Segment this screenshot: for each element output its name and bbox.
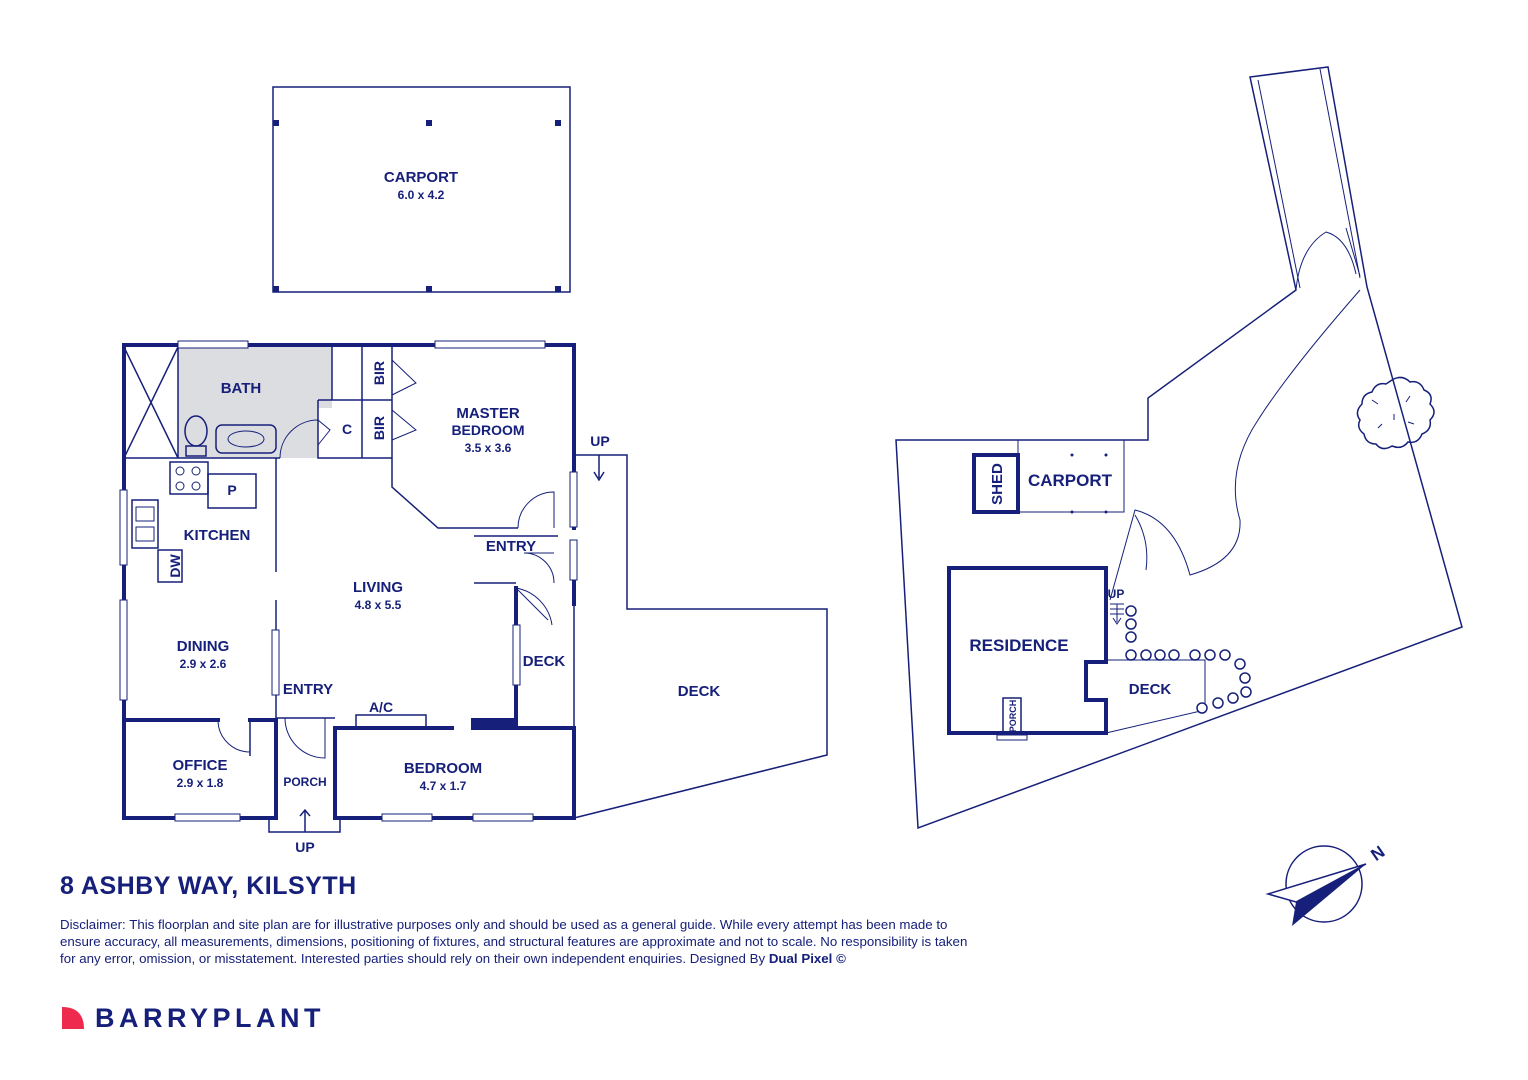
master-bedroom-size: 3.5 x 3.6	[465, 441, 512, 455]
entry-front-label: ENTRY	[283, 681, 333, 698]
shed-structure	[972, 453, 1020, 514]
bath-label: BATH	[221, 380, 262, 397]
office-size: 2.9 x 1.8	[177, 776, 224, 790]
site-boundary	[895, 66, 1463, 830]
office-label: OFFICE	[173, 757, 228, 774]
living-size: 4.8 x 5.5	[355, 598, 402, 612]
residence-label: RESIDENCE	[969, 636, 1068, 655]
shed-label: SHED	[989, 463, 1006, 505]
tree-icon	[1356, 376, 1435, 450]
air-con-label: A/C	[369, 699, 393, 715]
disclaimer: Disclaimer: This floorplan and site plan…	[60, 916, 970, 967]
porch-steps	[268, 808, 341, 833]
carport-label: CARPORT	[384, 169, 458, 186]
deck-large-label: DECK	[678, 683, 721, 700]
site-deck-label: DECK	[1129, 681, 1172, 698]
cupboard-label: C	[342, 421, 352, 437]
shrub-hedge	[1125, 605, 1252, 714]
entry-side-label: ENTRY	[486, 538, 536, 555]
carport-size: 6.0 x 4.2	[398, 188, 445, 202]
bedroom-label: BEDROOM	[404, 760, 482, 777]
fixtures	[131, 415, 427, 730]
bir-label-1: BIR	[371, 361, 387, 385]
property-address: 8 ASHBY WAY, KILSYTH	[60, 872, 357, 900]
bir-label-2: BIR	[371, 416, 387, 440]
dishwasher-label: DW	[167, 554, 183, 578]
deck-small-label: DECK	[523, 653, 566, 670]
up-porch-label: UP	[295, 839, 314, 855]
brand-mark-icon	[62, 1007, 84, 1029]
site-up-label: UP	[1108, 587, 1125, 601]
brand-logo: BARRYPLANT	[60, 1002, 325, 1034]
compass-north-label: N	[1367, 842, 1388, 865]
porch-label: PORCH	[283, 775, 326, 789]
master-bedroom-label: MASTER	[456, 405, 520, 422]
bath-shading	[178, 347, 332, 458]
floor-plan: CARPORT 6.0 x 4.2	[119, 86, 828, 855]
pantry-label: P	[227, 482, 236, 498]
windows	[119, 340, 578, 822]
site-porch-structure	[1002, 697, 1022, 734]
door-swings	[217, 359, 555, 759]
deck-outline	[573, 454, 828, 819]
residence-structure	[947, 566, 1108, 735]
master-bedroom-label-2: BEDROOM	[451, 422, 524, 438]
dining-size: 2.9 x 2.6	[180, 657, 227, 671]
carport-structure	[272, 86, 571, 293]
bedroom-size: 4.7 x 1.7	[420, 779, 467, 793]
dining-label: DINING	[177, 638, 230, 655]
site-carport-label: CARPORT	[1028, 471, 1113, 490]
living-label: LIVING	[353, 579, 403, 596]
disclaimer-text: Disclaimer: This floorplan and site plan…	[60, 917, 968, 966]
compass-icon: N	[1265, 842, 1388, 926]
brand-name: BARRYPLANT	[95, 1002, 325, 1033]
up-deck-label: UP	[590, 433, 609, 449]
site-plan: SHED CARPORT RESIDENCE PORCH DECK UP	[895, 66, 1463, 830]
designer-credit: Dual Pixel ©	[768, 951, 846, 966]
site-porch-label: PORCH	[1008, 700, 1018, 733]
kitchen-label: KITCHEN	[184, 527, 251, 544]
